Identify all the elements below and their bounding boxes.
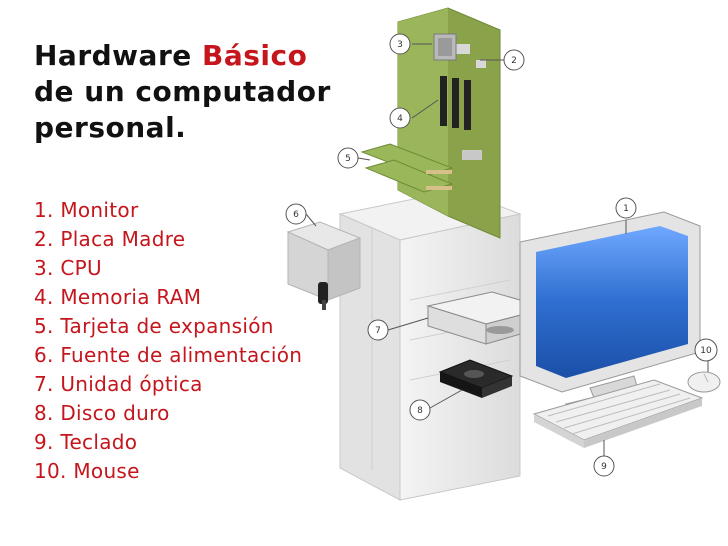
callout-9: 9 bbox=[593, 455, 615, 477]
callout-3: 3 bbox=[389, 33, 411, 55]
list-item: 10. Mouse bbox=[34, 459, 140, 483]
svg-text:7: 7 bbox=[375, 326, 381, 336]
list-item: 2. Placa Madre bbox=[34, 227, 186, 251]
callout-4: 4 bbox=[389, 107, 411, 129]
title-line-2: de un computador bbox=[34, 75, 331, 108]
svg-text:10: 10 bbox=[700, 346, 712, 356]
title-prefix: Hardware bbox=[34, 39, 192, 72]
slide-title: Hardware Básico de un computador persona… bbox=[34, 38, 331, 146]
svg-text:1: 1 bbox=[623, 204, 629, 214]
monitor-icon bbox=[519, 211, 701, 417]
list-item: 3. CPU bbox=[34, 256, 102, 280]
power-supply-icon bbox=[286, 221, 362, 310]
list-item: 7. Unidad óptica bbox=[34, 372, 203, 396]
svg-text:4: 4 bbox=[397, 114, 403, 124]
cpu-chip-icon bbox=[433, 33, 457, 61]
list-item: 9. Teclado bbox=[34, 430, 138, 454]
list-item: 6. Fuente de alimentación bbox=[34, 343, 303, 367]
callout-7: 7 bbox=[367, 319, 389, 341]
list-item: 4. Memoria RAM bbox=[34, 285, 202, 309]
svg-text:9: 9 bbox=[601, 462, 607, 472]
leader-lines bbox=[305, 43, 709, 456]
keyboard-icon bbox=[532, 379, 704, 448]
list-item: 8. Disco duro bbox=[34, 401, 170, 425]
callout-6: 6 bbox=[285, 203, 307, 225]
pc-case bbox=[338, 189, 522, 501]
mouse-icon bbox=[687, 371, 721, 393]
expansion-card-icon bbox=[360, 143, 454, 193]
title-line-3: personal. bbox=[34, 111, 187, 144]
callout-5: 5 bbox=[337, 147, 359, 169]
hard-disk-icon bbox=[438, 359, 514, 398]
list-item: 5. Tarjeta de expansión bbox=[34, 314, 274, 338]
svg-text:6: 6 bbox=[293, 210, 299, 220]
callout-1: 1 bbox=[615, 197, 637, 219]
svg-text:2: 2 bbox=[511, 56, 517, 66]
callout-8: 8 bbox=[409, 399, 431, 421]
svg-text:5: 5 bbox=[345, 154, 351, 164]
callout-2: 2 bbox=[503, 49, 525, 71]
ram-module-icon bbox=[440, 76, 471, 130]
title-accent: Básico bbox=[202, 39, 308, 72]
list-item: 1. Monitor bbox=[34, 198, 139, 222]
parts-list: 1. Monitor 2. Placa Madre 3. CPU 4. Memo… bbox=[34, 196, 302, 486]
callout-10: 10 bbox=[694, 338, 718, 362]
svg-text:8: 8 bbox=[417, 406, 423, 416]
svg-text:3: 3 bbox=[397, 40, 403, 50]
